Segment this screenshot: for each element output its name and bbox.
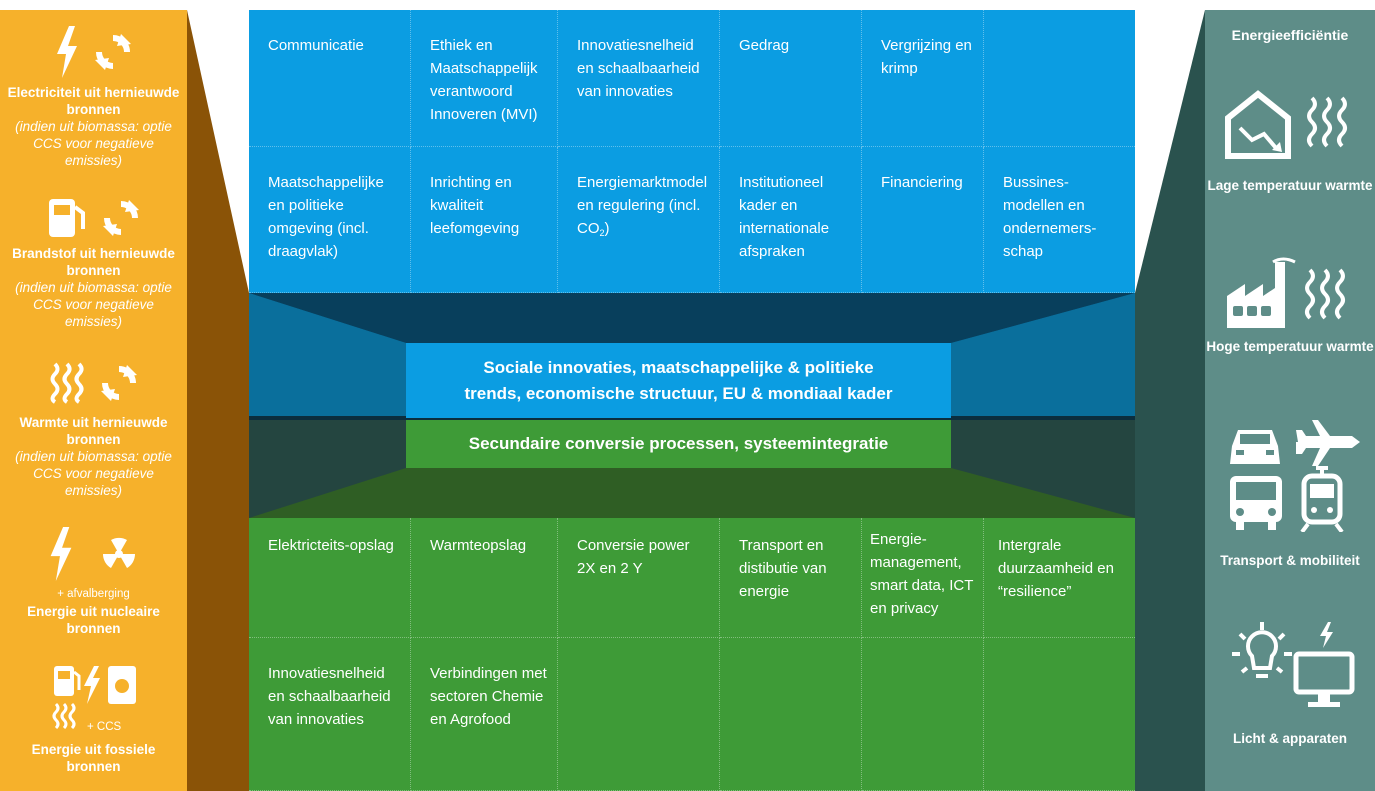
- social-band: Sociale innovaties, maatschappelijke & p…: [406, 355, 951, 407]
- recycle-icon: [100, 365, 137, 401]
- renewable-electricity-note: (indien uit biomassa: optie CCS voor neg…: [15, 119, 172, 168]
- recycle-icon: [94, 34, 131, 70]
- renewable-heat-title: Warmte uit hernieuwde bronnen: [19, 415, 168, 447]
- top-cell-ethiek: Ethiek en Maatschappelijk verantwoord In…: [411, 10, 558, 147]
- right-funnel-side: [951, 293, 1135, 418]
- bottom-cell-empty: [862, 638, 984, 791]
- car-icon: [1230, 430, 1280, 464]
- bottom-cell-verbindingen: Verbindingen met sectoren Chemie en Agro…: [411, 638, 558, 791]
- top-cell-gedrag: Gedrag: [720, 10, 862, 147]
- renewable-fuel-title: Brandstof uit hernieuwde bronnen: [12, 246, 175, 278]
- nuclear-icons: [0, 527, 187, 581]
- fossil-block: Energie uit fossiele bronnen: [0, 741, 187, 775]
- high-temp-icons: [1225, 256, 1365, 335]
- transport-icons: [1226, 420, 1366, 537]
- fossil-ccs: + CCS: [87, 721, 122, 733]
- bottom-cell-duurzaamheid: Intergrale duurzaamheid en “resilience”: [984, 518, 1135, 638]
- bottom-cell-elektriciteitsopslag: Elektricteits-opslag: [249, 518, 411, 638]
- top-cell-empty: [984, 10, 1135, 147]
- lightning-icon: [50, 527, 71, 581]
- top-funnel: [249, 293, 1135, 343]
- renewable-fuel-note: (indien uit biomassa: optie CCS voor neg…: [15, 280, 172, 329]
- bottom-cell-empty: [558, 638, 720, 791]
- top-cell-institutioneel: Institutioneel kader en internationale a…: [720, 147, 862, 293]
- renewable-electricity-title: Electriciteit uit hernieuwde bronnen: [7, 85, 180, 117]
- light-icons: [1232, 620, 1362, 717]
- heat-waves-icon: [52, 702, 76, 730]
- bottom-cell-innovatiesnelheid: Innovatiesnelheid en schaalbaarheid van …: [249, 638, 411, 791]
- renewable-fuel-block: Brandstof uit hernieuwde bronnen (indien…: [0, 245, 187, 330]
- fuel-pump-icon: [54, 666, 81, 696]
- recycle-icon: [102, 200, 139, 236]
- top-cell-bussinesmodellen: Bussines-modellen en ondernemers-schap: [984, 147, 1135, 293]
- top-grid: Communicatie Ethiek en Maatschappelijk v…: [249, 10, 1135, 293]
- co2-close: ): [604, 220, 610, 237]
- low-temp-icons: [1222, 88, 1362, 165]
- radiation-icon: [102, 537, 135, 568]
- heat-waves-icon: [1307, 96, 1347, 148]
- renewable-heat-block: Warmte uit hernieuwde bronnen (indien ui…: [0, 414, 187, 499]
- social-band-line1: Sociale innovaties, maatschappelijke & p…: [483, 358, 874, 377]
- renewable-heat-note: (indien uit biomassa: optie CCS voor neg…: [15, 449, 172, 498]
- top-cell-innovatiesnelheid: Innovatiesnelheid en schaalbaarheid van …: [558, 10, 720, 147]
- oil-barrel-icon: [108, 666, 136, 704]
- bottom-cell-warmteopslag: Warmteopslag: [411, 518, 558, 638]
- transport-label: Transport & mobiliteit: [1220, 553, 1360, 568]
- bottom-cell-energiemanagement: Energie-management, smart data, ICT en p…: [862, 518, 984, 638]
- left-wedge: [187, 10, 249, 791]
- nuclear-prefix: + afvalberging: [57, 588, 130, 600]
- heat-waves-icon: [50, 362, 83, 404]
- renewable-electricity-block: Electriciteit uit hernieuwde bronnen (in…: [0, 84, 187, 169]
- top-grid-bg: [249, 10, 1135, 293]
- bus-icon: [1230, 476, 1282, 530]
- top-cell-financiering: Financiering: [862, 147, 984, 293]
- low-temp-label: Lage temperatuur warmte: [1207, 178, 1373, 193]
- renewable-heat-icons: [0, 362, 187, 404]
- right-header: Energieefficiëntie: [1231, 27, 1349, 43]
- monitor-icon: [1293, 622, 1355, 707]
- train-icon: [1300, 466, 1344, 534]
- lightbulb-icon: [1232, 622, 1292, 678]
- right-wedge: [1135, 10, 1205, 791]
- top-cell-vergrijzing: Vergrijzing en krimp: [862, 10, 984, 147]
- airplane-icon: [1296, 420, 1360, 466]
- secondary-band-box: [406, 420, 951, 468]
- co2-subscript: 2: [599, 228, 605, 238]
- light-label: Licht & apparaten: [1232, 731, 1348, 746]
- renewable-fuel-icons: [0, 197, 187, 239]
- fossil-title: Energie uit fossiele bronnen: [31, 742, 156, 774]
- nuclear-title: Energie uit nucleaire bronnen: [27, 604, 160, 636]
- factory-icon: [1227, 257, 1296, 328]
- fuel-pump-icon: [48, 199, 85, 237]
- top-cell-maatschappelijke-omgeving: Maatschappelijke en politieke omgeving (…: [249, 147, 411, 293]
- bottom-funnel: [249, 468, 1135, 518]
- lightning-icon: [56, 26, 77, 78]
- bottom-grid: Elektricteits-opslag Warmteopslag Conver…: [249, 518, 1135, 791]
- heat-waves-icon: [1305, 268, 1345, 320]
- secondary-band: Secundaire conversie processen, systeemi…: [468, 434, 889, 453]
- bottom-cell-conversie: Conversie power 2X en 2 Y: [558, 518, 720, 638]
- social-band-box: [406, 343, 951, 418]
- left-funnel-side: [249, 293, 406, 418]
- house-icon: [1225, 90, 1291, 159]
- fossil-icons: [52, 664, 142, 734]
- high-temp-label: Hoge temperatuur warmte: [1206, 339, 1374, 354]
- top-cell-communicatie: Communicatie: [249, 10, 411, 147]
- nuclear-block: + afvalberging Energie uit nucleaire bro…: [0, 586, 187, 637]
- bottom-cell-transport: Transport en distibutie van energie: [720, 518, 862, 638]
- energiemarktmodel-text: Energiemarktmodel en regulering (incl. C…: [577, 174, 708, 237]
- bottom-cell-empty: [984, 638, 1135, 791]
- bottom-grid-bg: [249, 518, 1135, 791]
- top-cell-energiemarktmodel: Energiemarktmodel en regulering (incl. C…: [558, 147, 720, 293]
- top-cell-inrichting: Inrichting en kwaliteit leefomgeving: [411, 147, 558, 293]
- fossil-icon-group: [52, 666, 136, 730]
- renewable-electricity-icons: [0, 26, 187, 78]
- social-band-line2: trends, economische structuur, EU & mond…: [464, 384, 893, 403]
- left-panel: [0, 10, 187, 791]
- lightning-icon: [84, 666, 100, 704]
- bottom-cell-empty: [720, 638, 862, 791]
